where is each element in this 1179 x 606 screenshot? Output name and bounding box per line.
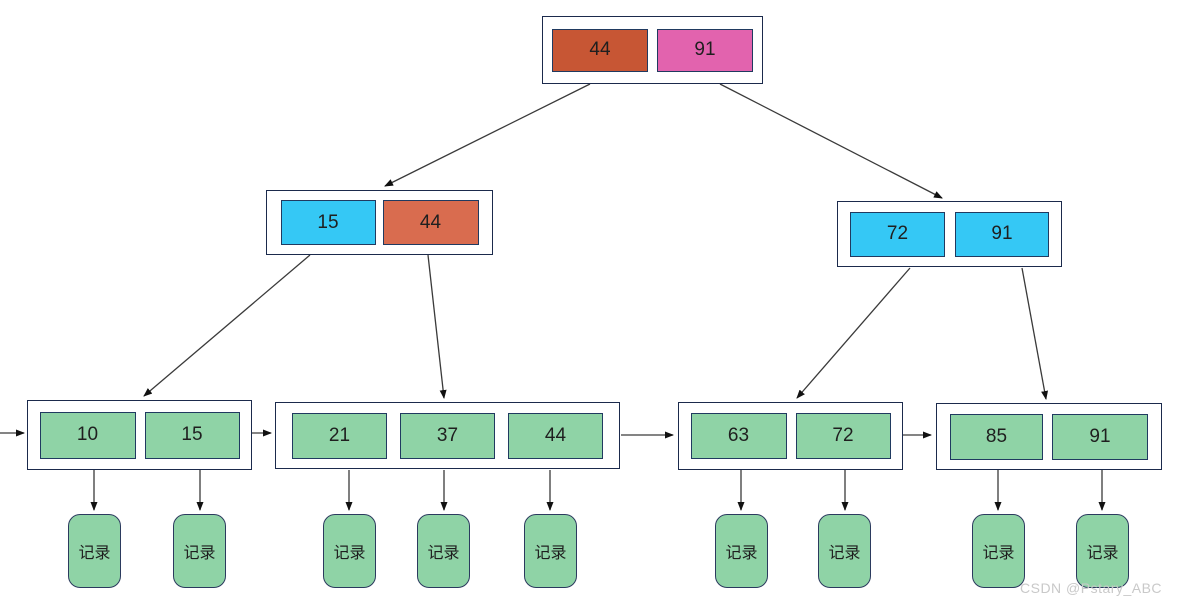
key-cell-internal-15: 15	[280, 200, 376, 245]
key-cell-leaf-37: 37	[400, 412, 495, 459]
tree-node-leaf-3: 63 72	[678, 402, 903, 470]
tree-node-leaf-2: 21 37 44	[275, 402, 620, 469]
edge-internal-right-leaf4	[1021, 267, 1049, 400]
watermark: CSDN @Pstary_ABC	[1020, 580, 1163, 596]
key-cell-internal-72: 72	[850, 211, 945, 257]
record-box-4: 记录	[417, 514, 470, 588]
key-cell-leaf-15: 15	[144, 411, 240, 459]
edge-internal-left-leaf2	[427, 254, 447, 399]
record-box-9: 记录	[1076, 514, 1129, 588]
tree-node-leaf-1: 10 15	[27, 400, 252, 470]
record-box-3: 记录	[323, 514, 376, 588]
record-box-2: 记录	[173, 514, 226, 588]
record-box-8: 记录	[972, 514, 1025, 588]
tree-node-internal-left: 15 44	[266, 190, 493, 255]
key-cell-leaf-44: 44	[508, 412, 603, 459]
key-cell-leaf-85: 85	[950, 413, 1043, 460]
tree-node-root: 44 91	[542, 16, 763, 84]
edge-root-internal-right	[719, 83, 943, 199]
edge-internal-right-leaf3	[796, 267, 911, 399]
record-box-6: 记录	[715, 514, 768, 588]
edge-root-internal-left	[384, 83, 591, 187]
key-cell-leaf-63: 63	[690, 413, 787, 459]
key-cell-leaf-21: 21	[292, 412, 387, 459]
record-box-1: 记录	[68, 514, 121, 588]
key-cell-leaf-72: 72	[795, 413, 891, 459]
key-cell-internal-91: 91	[955, 211, 1049, 257]
key-cell-internal-44: 44	[382, 200, 479, 245]
record-box-5: 记录	[524, 514, 577, 588]
edge-internal-left-leaf1	[143, 254, 311, 397]
key-cell-leaf-10: 10	[39, 411, 136, 459]
record-box-7: 记录	[818, 514, 871, 588]
key-cell-leaf-91: 91	[1052, 413, 1148, 460]
key-cell-root-91: 91	[657, 28, 753, 72]
tree-node-leaf-4: 85 91	[936, 403, 1162, 470]
tree-node-internal-right: 72 91	[837, 201, 1062, 267]
key-cell-root-44: 44	[552, 28, 648, 72]
